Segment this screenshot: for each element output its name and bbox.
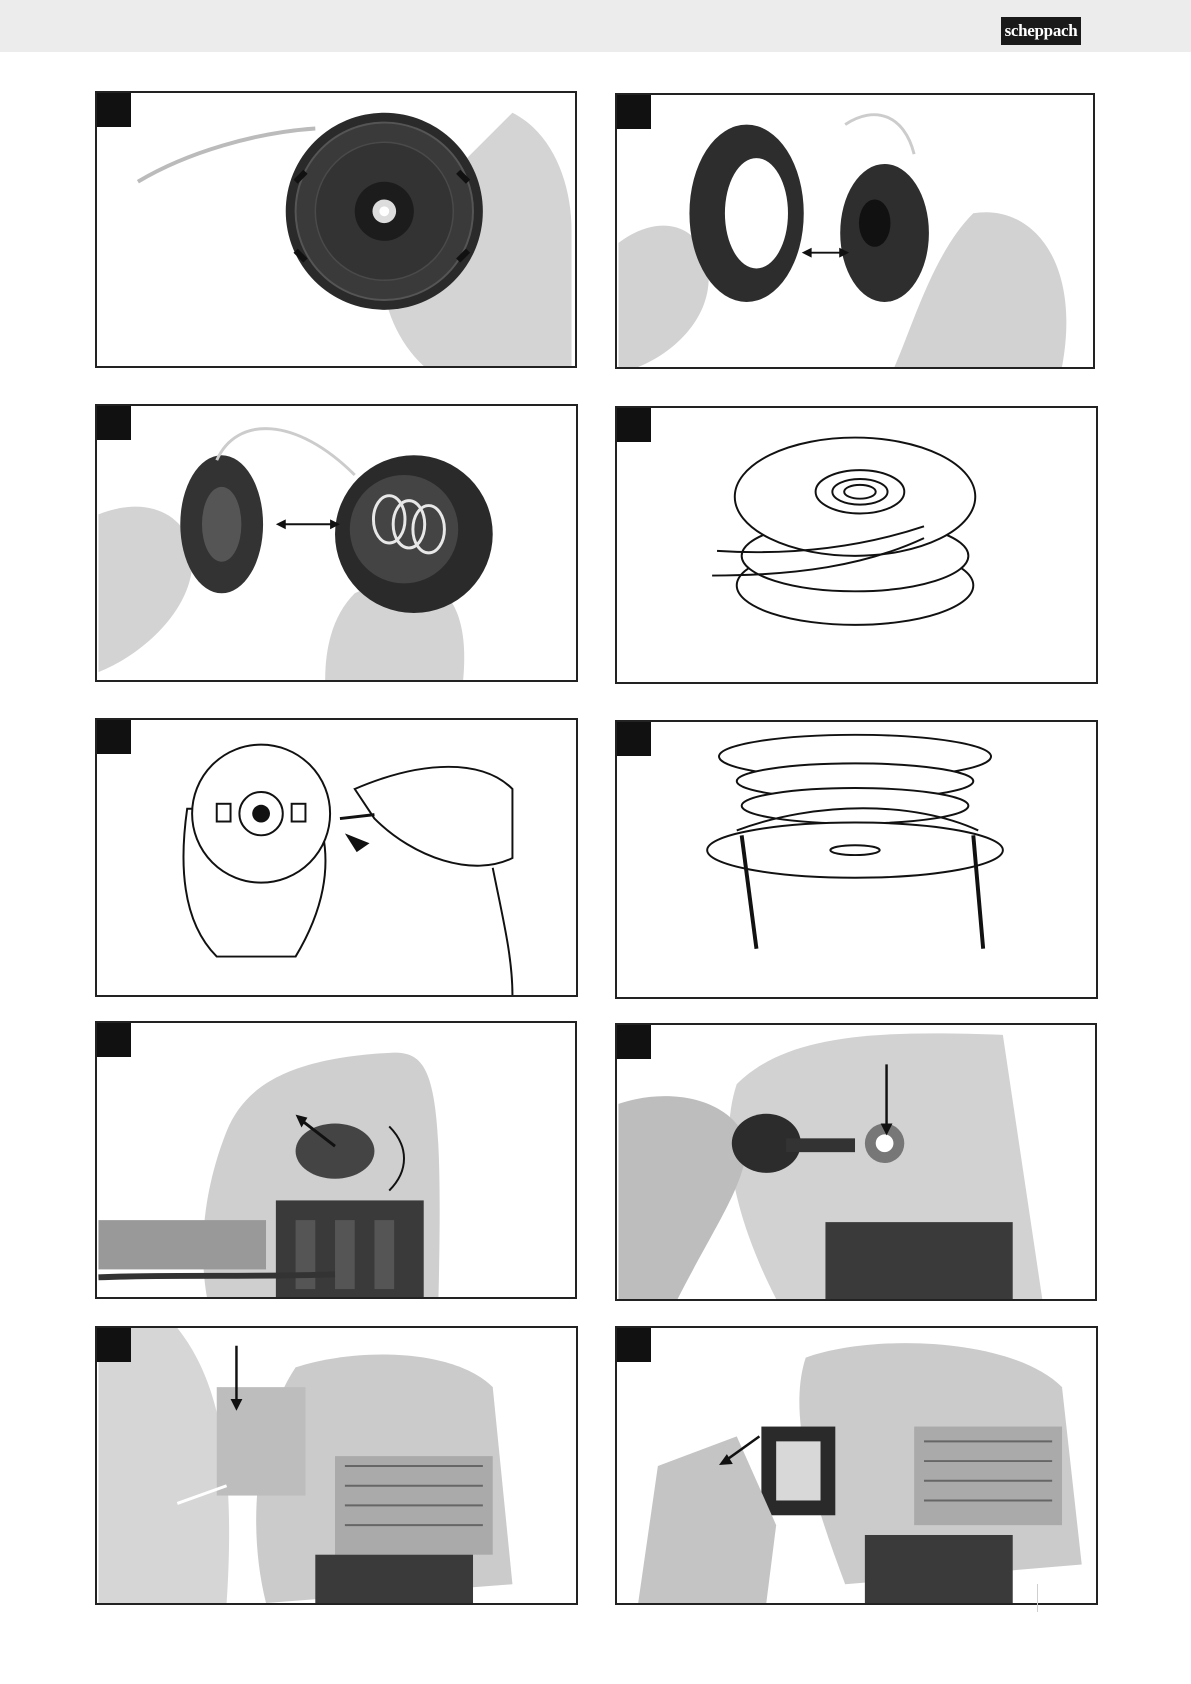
figure-7 <box>95 1021 577 1299</box>
spool-threading-drawing <box>97 720 576 995</box>
figure-number-tag <box>97 1328 131 1362</box>
figure-number-tag <box>97 93 131 127</box>
line-winding-drawing <box>617 408 1096 682</box>
figure-number-tag <box>617 95 651 129</box>
line-eyelets-drawing <box>617 722 1096 997</box>
figure-number-tag <box>97 720 131 754</box>
figure-number-tag <box>617 1025 651 1059</box>
figure-number-tag <box>97 406 131 440</box>
spool-spring-illustration <box>97 406 576 680</box>
figure-number-tag <box>97 1023 131 1057</box>
brand-logo: scheppach <box>1001 17 1081 45</box>
figure-number-tag <box>617 722 651 756</box>
air-filter-release-illustration <box>97 1328 576 1603</box>
figure-5 <box>95 718 578 997</box>
figure-6 <box>615 720 1098 999</box>
figure-number-tag <box>617 1328 651 1362</box>
figure-number-tag <box>617 408 651 442</box>
figure-8 <box>615 1023 1097 1301</box>
tank-cap-removed-illustration <box>617 1025 1095 1299</box>
figure-4 <box>615 406 1098 684</box>
tank-cap-open-illustration <box>97 1023 575 1297</box>
figure-3 <box>95 404 578 682</box>
figure-9 <box>95 1326 578 1605</box>
figure-1 <box>95 91 577 368</box>
page-edge-mark <box>1037 1584 1038 1612</box>
figure-2 <box>615 93 1095 369</box>
spool-cover-illustration <box>97 93 575 366</box>
figure-10 <box>615 1326 1098 1605</box>
spool-separated-illustration <box>617 95 1093 367</box>
header-bar: scheppach <box>0 0 1191 52</box>
air-filter-removed-illustration <box>617 1328 1096 1603</box>
